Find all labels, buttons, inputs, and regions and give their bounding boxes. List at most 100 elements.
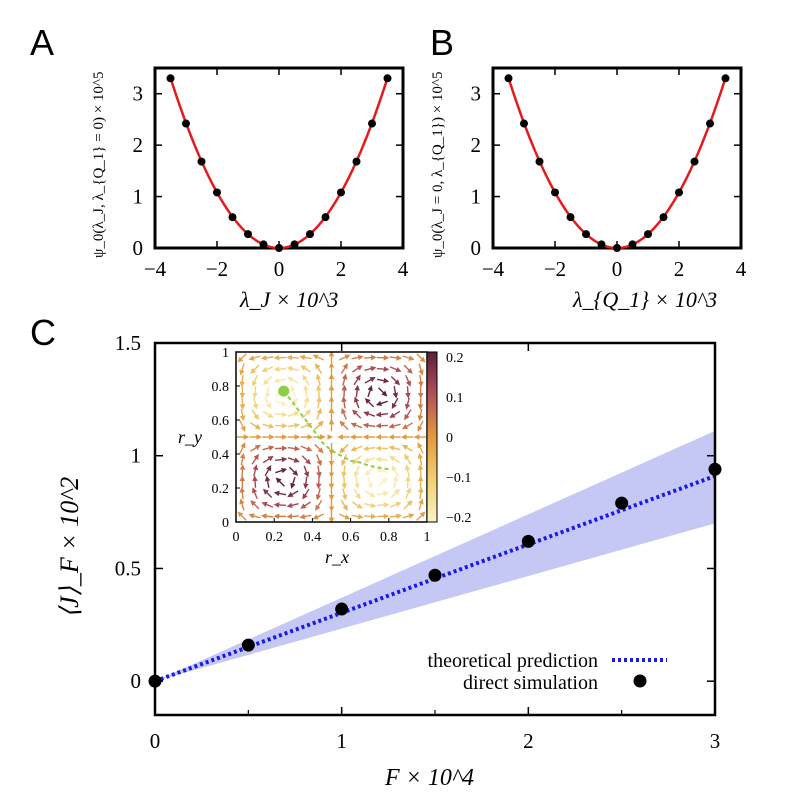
simulation-point (428, 568, 442, 582)
field-arrow (417, 408, 424, 422)
field-arrow (287, 422, 301, 429)
data-point (182, 119, 190, 128)
field-arrow (350, 445, 363, 452)
field-arrow (389, 366, 402, 373)
field-arrow (375, 456, 388, 463)
field-arrow (287, 376, 299, 384)
field-arrow (378, 387, 388, 397)
data-point (582, 230, 590, 239)
field-arrow (353, 488, 361, 500)
field-arrow (287, 445, 301, 452)
field-arrow (262, 410, 274, 419)
field-arrow (312, 354, 325, 361)
field-arrow (405, 386, 411, 399)
legend: theoretical prediction direct simulation (428, 650, 667, 694)
field-arrow (290, 385, 296, 398)
field-arrow (314, 420, 324, 431)
field-arrow (303, 396, 310, 409)
field-arrow (351, 365, 363, 373)
field-arrow (364, 513, 377, 520)
field-arrow (237, 353, 247, 363)
inset-y-tick-label: 0.8 (212, 380, 230, 395)
field-arrow (302, 488, 310, 500)
field-arrow (340, 499, 348, 511)
field-arrow (341, 384, 348, 398)
field-arrow (273, 502, 287, 508)
inset-y-tick-label: 1 (222, 346, 229, 361)
field-arrow (275, 456, 288, 463)
field-arrow (264, 475, 271, 488)
field-arrow (403, 500, 413, 510)
field-arrow (392, 386, 399, 399)
data-point (659, 213, 668, 222)
y-tick-label: 1 (471, 185, 482, 209)
field-arrow (405, 475, 411, 488)
field-arrow (239, 464, 246, 477)
inset-y-tick-label: 0.4 (212, 448, 230, 463)
field-arrow (303, 465, 310, 478)
field-arrow (248, 513, 261, 519)
field-arrow (299, 354, 312, 361)
field-arrow (252, 475, 258, 488)
field-arrow (364, 466, 375, 476)
data-point (535, 157, 544, 166)
field-arrow (287, 490, 299, 498)
data-point (197, 157, 206, 166)
field-arrow (252, 397, 259, 410)
field-arrow (341, 396, 347, 409)
colorbar-tick-label: 0.2 (446, 351, 464, 366)
field-arrow (341, 465, 347, 478)
field-arrow (262, 455, 274, 464)
field-arrow (389, 455, 401, 464)
field-arrow (286, 513, 299, 520)
x-tick-label: 0 (612, 257, 623, 281)
field-arrow (301, 455, 311, 465)
field-arrow (315, 363, 323, 375)
field-arrow (290, 476, 296, 489)
field-arrow (300, 365, 312, 373)
field-arrow (250, 364, 260, 374)
x-tick-label: −4 (482, 257, 505, 281)
field-arrow (363, 411, 376, 417)
x-tick-label: 3 (710, 729, 721, 753)
field-arrow (264, 464, 272, 477)
simulation-point (521, 534, 535, 548)
field-arrow (273, 366, 287, 372)
field-arrow (364, 398, 375, 408)
field-arrow (252, 464, 259, 477)
field-arrow (262, 445, 275, 451)
y-tick-label: 0 (471, 236, 482, 260)
field-arrow (286, 365, 299, 372)
panel-b-frame (491, 66, 743, 250)
inset-x-tick-label: 0.2 (265, 530, 283, 545)
y-tick-label: 1 (131, 444, 142, 468)
panel-a-frame (153, 66, 405, 250)
field-arrow (364, 502, 377, 509)
data-point (706, 119, 714, 128)
inset-y-label: r_y (178, 427, 202, 447)
field-arrow (402, 444, 413, 452)
field-arrow (315, 499, 323, 511)
data-point (566, 213, 575, 222)
panel-c-uncertainty-band (155, 430, 715, 682)
field-arrow (388, 445, 401, 451)
data-point (504, 74, 513, 83)
x-tick-label: −2 (206, 257, 228, 281)
field-arrow (364, 365, 377, 372)
x-tick-label: 0 (150, 729, 161, 753)
y-tick-label: 0 (131, 669, 142, 693)
data-point (290, 240, 299, 249)
panel-c-y-label: ⟨J⟩_F × 10^2 (55, 477, 84, 618)
field-arrow (350, 422, 363, 429)
inset-x-tick-label: 0 (233, 530, 240, 545)
field-arrow (405, 374, 411, 387)
panel-a-y-label: ψ_0(λ_J, λ_{Q_1} = 0) × 10^5 (91, 72, 107, 258)
field-arrow (239, 498, 245, 511)
x-tick-label: 2 (523, 729, 534, 753)
field-arrow (260, 513, 274, 519)
